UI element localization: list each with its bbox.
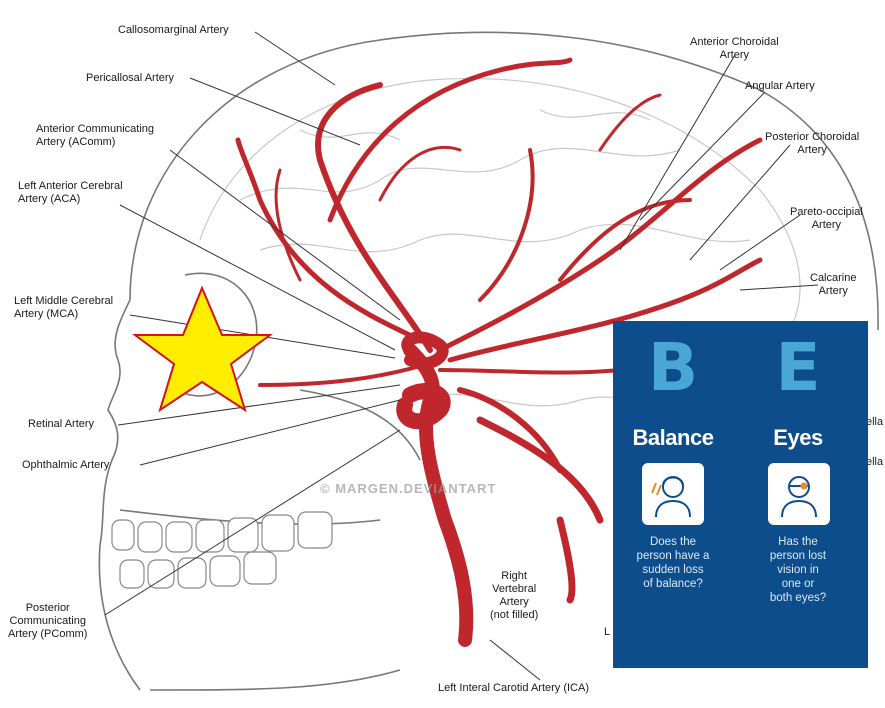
eyes-question: Has the person lost vision in one or bot… (743, 535, 853, 605)
label-pcomm: Posterior Communicating Artery (PComm) (8, 602, 87, 641)
label-aca: Left Anterior Cerebral Artery (ACA) (18, 180, 123, 206)
label-callosomarginal: Callosomarginal Artery (118, 24, 229, 37)
star-marker (135, 288, 270, 410)
label-posterior-choroidal: Posterior Choroidal Artery (765, 131, 859, 157)
label-anterior-choroidal: Anterior Choroidal Artery (690, 36, 779, 62)
label-retinal: Retinal Artery (28, 418, 94, 431)
label-mca: Left Middle Cerebral Artery (MCA) (14, 295, 113, 321)
label-pericallosal: Pericallosal Artery (86, 72, 174, 85)
be-fast-card: B E Balance Eyes Does the person have a … (613, 321, 868, 668)
letter-e: E (763, 333, 833, 403)
label-pareto-occipial: Pareto-occipial Artery (790, 206, 863, 232)
label-cut-ella-1: ella (866, 416, 883, 428)
letter-b: B (638, 333, 708, 403)
label-cut-ella-2: ella (866, 456, 883, 468)
balance-heading: Balance (618, 425, 728, 451)
label-acomm: Anterior Communicating Artery (AComm) (36, 123, 154, 149)
eyes-heading: Eyes (743, 425, 853, 451)
balance-icon-tile (642, 463, 704, 525)
vision-person-icon (768, 463, 830, 525)
label-calcarine: Calcarine Artery (810, 272, 856, 298)
teeth (112, 512, 332, 588)
label-angular: Angular Artery (745, 80, 815, 93)
balance-question: Does the person have a sudden loss of ba… (618, 535, 728, 591)
label-ica: Left Interal Carotid Artery (ICA) (438, 682, 589, 695)
label-ophthalmic: Ophthalmic Artery (22, 459, 109, 472)
eyes-icon-tile (768, 463, 830, 525)
dizzy-person-icon (642, 463, 704, 525)
watermark: © MARGEN.DEVIANTART (320, 482, 496, 495)
label-cut-l: L (604, 626, 610, 638)
label-vertebral: Right Vertebral Artery (not filled) (490, 570, 538, 622)
